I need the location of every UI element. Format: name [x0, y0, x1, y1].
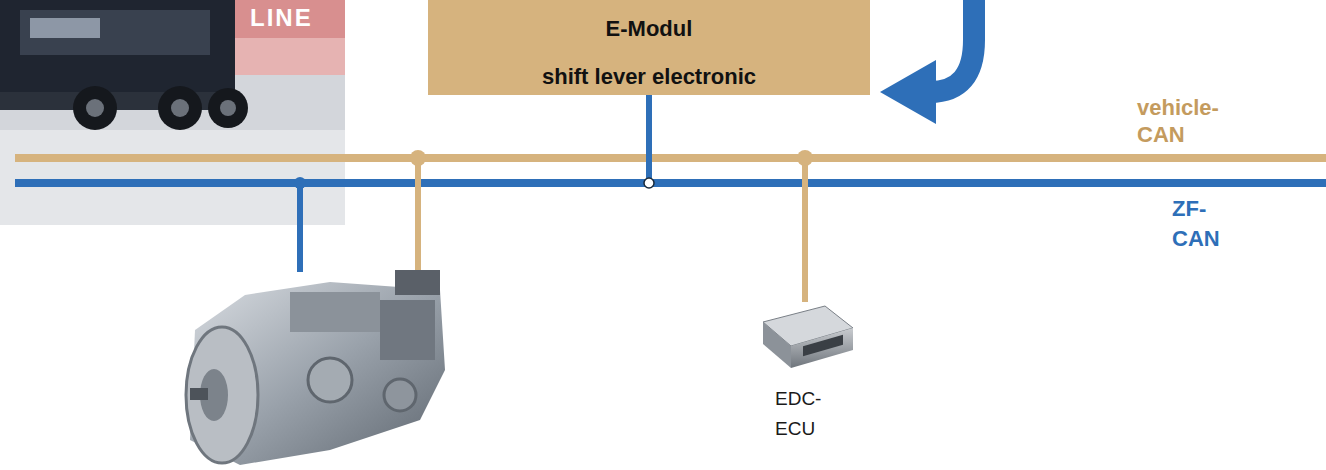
control-unit: EDC- ECU	[755, 302, 855, 444]
bus-label: ZF- CAN	[1172, 194, 1234, 254]
bus-label: vehicle- CAN	[1137, 94, 1237, 148]
unit-label: EDC- ECU	[775, 384, 837, 444]
bus-connector	[797, 150, 813, 302]
curved-arrow	[880, 0, 974, 124]
bus-band: vehicle- CAN	[15, 154, 1326, 162]
junction-dot	[294, 177, 306, 189]
connector-line	[802, 162, 808, 302]
connector-line	[646, 95, 652, 179]
bus-band: ZF- CAN	[15, 179, 1326, 187]
wire	[297, 183, 303, 272]
module-title: E-Modul	[606, 17, 693, 41]
junction-dot	[410, 150, 426, 166]
transmission-picture	[186, 270, 445, 465]
module-box: E-Modul shift lever electronic	[428, 0, 870, 95]
truck-photo	[0, 0, 345, 225]
wire	[415, 158, 421, 270]
bus-connector	[644, 95, 654, 188]
module-subtitle: shift lever electronic	[542, 65, 756, 89]
junction-dot	[797, 150, 813, 166]
junction-ring	[644, 178, 654, 188]
ecu-picture	[755, 302, 855, 374]
photo-lettering: LINE	[250, 4, 313, 32]
